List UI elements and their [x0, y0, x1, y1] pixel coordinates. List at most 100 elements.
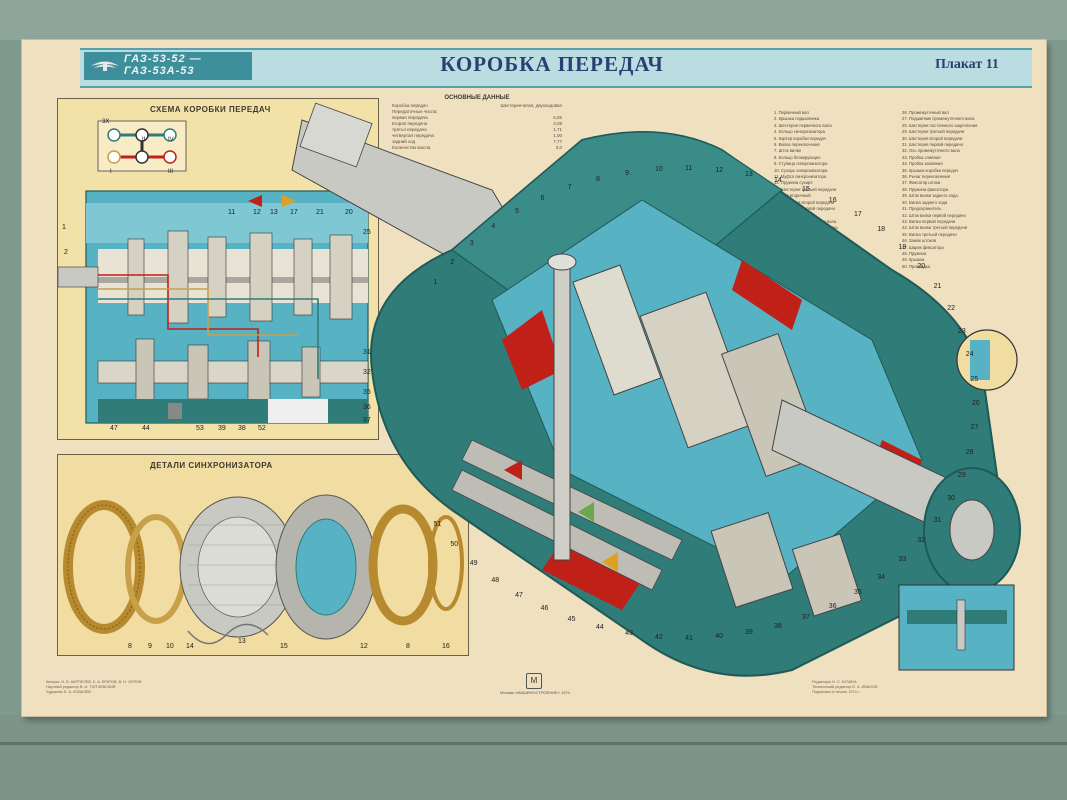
- main-callout: 22: [947, 305, 956, 313]
- main-callout: 30: [947, 494, 956, 502]
- part-item: 33. Пробка сливная: [902, 154, 941, 160]
- scheme-callout: 37: [363, 417, 371, 424]
- main-callout: 24: [965, 351, 974, 359]
- scheme-title: СХЕМА КОРОБКИ ПЕРЕДАЧ: [150, 105, 271, 114]
- main-callout: 39: [744, 629, 753, 637]
- main-callout: 50: [450, 541, 459, 549]
- main-callout: 25: [970, 375, 979, 383]
- shift-label: 3Х: [102, 119, 110, 125]
- scheme-callout: 25: [363, 229, 371, 236]
- main-callout: 15: [802, 186, 810, 194]
- data-row-label: третья передача: [392, 127, 427, 132]
- synchro-callout: 9: [148, 643, 152, 650]
- deer-wing-icon: [91, 61, 119, 71]
- part-item: 9. Ступица синхронизатора: [774, 161, 828, 167]
- footer-artist: Художник Е. А. КОВАЛЕВ: [46, 690, 91, 694]
- main-callout: 48: [491, 577, 500, 585]
- main-callout: 43: [625, 630, 633, 638]
- scheme-callout: 13: [270, 209, 278, 216]
- part-item: 6. Вилка переключения: [774, 142, 820, 148]
- part-item: 35. Крышка коробки передач: [902, 167, 959, 173]
- synchro-callout: 16: [442, 643, 450, 650]
- shift-label: III: [168, 169, 174, 175]
- main-callout: 47: [515, 592, 523, 600]
- scheme-callout: 53: [196, 425, 204, 432]
- main-callout: 36: [828, 602, 837, 610]
- part-item: 50. Прокладка: [902, 263, 930, 269]
- main-callout: 19: [898, 243, 907, 251]
- scheme-callout: 38: [238, 425, 246, 432]
- scheme-callout: 21: [316, 209, 324, 216]
- main-callout: 10: [655, 166, 663, 174]
- main-callout: 31: [933, 516, 942, 524]
- main-callout: 27: [970, 424, 979, 432]
- data-row: Коробка передач Шестеренчатая, двухходова…: [392, 103, 562, 109]
- part-item: 26. Промежуточный вал: [902, 110, 949, 115]
- synchro-callout: 8: [406, 643, 410, 650]
- publisher-name: Москва «МАШИНОСТРОЕНИЕ» 1974: [500, 690, 570, 695]
- data-row-label: Коробка передач: [392, 103, 428, 108]
- main-callout: 32: [917, 537, 926, 545]
- main-callout: 35: [853, 589, 862, 597]
- data-row-value: 1,71: [553, 127, 562, 132]
- synchronizer-parts-panel: ДЕТАЛИ СИНХРОНИЗАТОРА 8 9 10: [57, 454, 469, 656]
- data-row-value: Шестеренчатая, двухходовая: [500, 103, 562, 108]
- model-name-1: ГАЗ-53-52 —: [124, 53, 202, 65]
- data-row-label: Количество масла: [392, 145, 431, 150]
- part-item: 32. Ось промежуточного вала: [902, 148, 960, 154]
- part-item: 49. Крышка: [902, 257, 925, 263]
- main-callout: 41: [685, 634, 693, 642]
- main-callout: 20: [917, 262, 926, 270]
- main-callout: 37: [802, 613, 810, 621]
- wall-background-top: [0, 0, 1067, 40]
- part-item: 27. Подшипник промежуточного вала: [902, 116, 975, 122]
- scheme-callout: 20: [345, 209, 353, 216]
- publisher-logo: М: [526, 673, 542, 689]
- scheme-callout: 31: [363, 349, 371, 356]
- synchro-drawing: [63, 494, 464, 645]
- part-item: 31. Шестерня первой передачи: [902, 142, 963, 148]
- part-item: 15. Шестерня второй передачи: [774, 199, 835, 205]
- main-callout: 38: [773, 622, 782, 630]
- synchro-callout: 14: [186, 643, 194, 650]
- data-row-value: 3,09: [553, 121, 562, 126]
- part-item: 39. Шток вилки заднего хода: [902, 193, 958, 199]
- data-row-label: четвертая передача: [392, 133, 434, 138]
- footer-editors: Редакторы Н. С. КУЗИНА: [812, 680, 857, 684]
- part-item: 10. Сухарь синхронизатора: [774, 167, 828, 173]
- part-item: 34. Пробка заливная: [902, 161, 943, 167]
- part-item: 42. Шток вилки первой передачи: [902, 212, 966, 218]
- synchro-title: ДЕТАЛИ СИНХРОНИЗАТОРА: [150, 461, 273, 470]
- gearbox-cutaway-drawing: [291, 102, 1021, 677]
- wall-background-bottom: [0, 715, 1067, 800]
- part-item: 40. Вилка заднего хода: [902, 199, 948, 205]
- shift-label: I: [110, 169, 112, 175]
- footer-authors: Авторы: И. В. КАРПЕЛЕВ, К. А. БРАТОВ, В.…: [46, 680, 142, 684]
- data-row-value: 1,00: [553, 133, 562, 138]
- main-callout: 11: [685, 165, 693, 172]
- data-row: третья передача 1,71: [392, 127, 562, 133]
- shift-label: II: [142, 137, 146, 143]
- part-item: 5. Картер коробки передач: [774, 135, 826, 141]
- part-item: 36. Рычаг переключения: [902, 174, 951, 180]
- main-callout: 42: [655, 633, 663, 641]
- gaz-logo: ГАЗ-53-52 — ГАЗ-53А-53: [84, 52, 252, 80]
- part-item: 12. Пружина сухаря: [774, 180, 813, 186]
- scheme-callout: 52: [258, 425, 266, 432]
- part-item: 48. Пружина: [902, 250, 927, 256]
- part-item: 11. Муфта синхронизатора: [774, 174, 827, 180]
- main-callout: 51: [433, 521, 442, 529]
- part-item: 7. Шток вилки: [774, 148, 801, 154]
- model-names: ГАЗ-53-52 — ГАЗ-53А-53: [124, 53, 202, 77]
- scheme-callout: 36: [363, 404, 371, 411]
- main-callout: 28: [965, 448, 974, 456]
- main-callout: 17: [853, 210, 862, 218]
- main-callout: 26: [972, 400, 980, 407]
- part-item: 2. Крышка подшипника: [774, 116, 820, 122]
